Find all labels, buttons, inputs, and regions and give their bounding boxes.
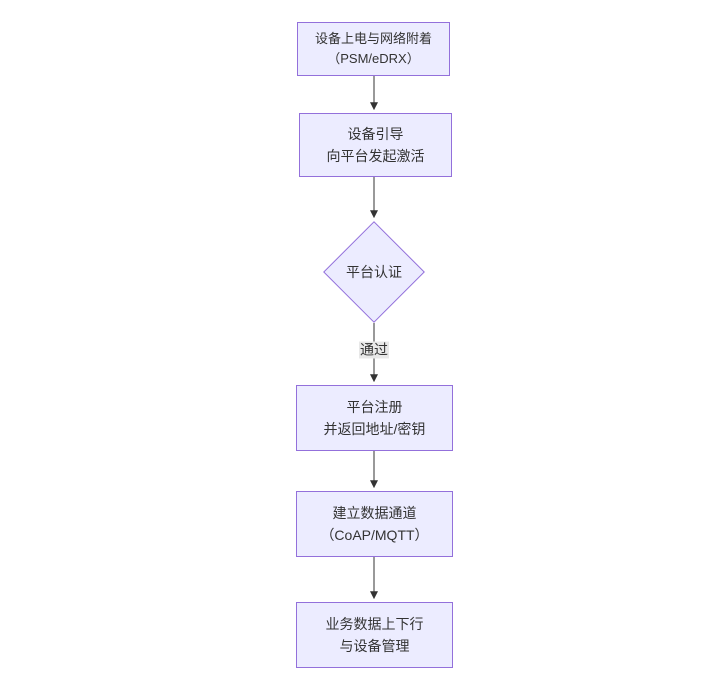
node-platform-register: 平台注册 并返回地址/密钥 bbox=[296, 385, 453, 451]
node-label-line: 并返回地址/密钥 bbox=[323, 421, 426, 437]
node-label-line: （PSM/eDRX） bbox=[327, 51, 420, 66]
node-label-line: （CoAP/MQTT） bbox=[320, 527, 429, 543]
node-data-channel: 建立数据通道 （CoAP/MQTT） bbox=[296, 491, 453, 557]
node-label-line: 设备上电与网络附着 bbox=[314, 31, 432, 46]
node-label-line: 设备引导 bbox=[347, 126, 404, 142]
node-device-bootstrap: 设备引导 向平台发起激活 bbox=[299, 113, 452, 177]
decision-platform-auth-label: 平台认证 bbox=[346, 264, 402, 280]
edge-label-pass: 通过 bbox=[359, 341, 389, 359]
node-label-line: 与设备管理 bbox=[339, 638, 410, 654]
node-label-line: 建立数据通道 bbox=[332, 505, 417, 521]
node-label-line: 业务数据上下行 bbox=[325, 616, 424, 632]
node-business-data-management: 业务数据上下行 与设备管理 bbox=[296, 602, 453, 668]
node-label-line: 平台注册 bbox=[346, 399, 403, 415]
node-label-line: 向平台发起激活 bbox=[326, 148, 425, 164]
node-power-on-network-attach: 设备上电与网络附着 （PSM/eDRX） bbox=[297, 22, 450, 76]
